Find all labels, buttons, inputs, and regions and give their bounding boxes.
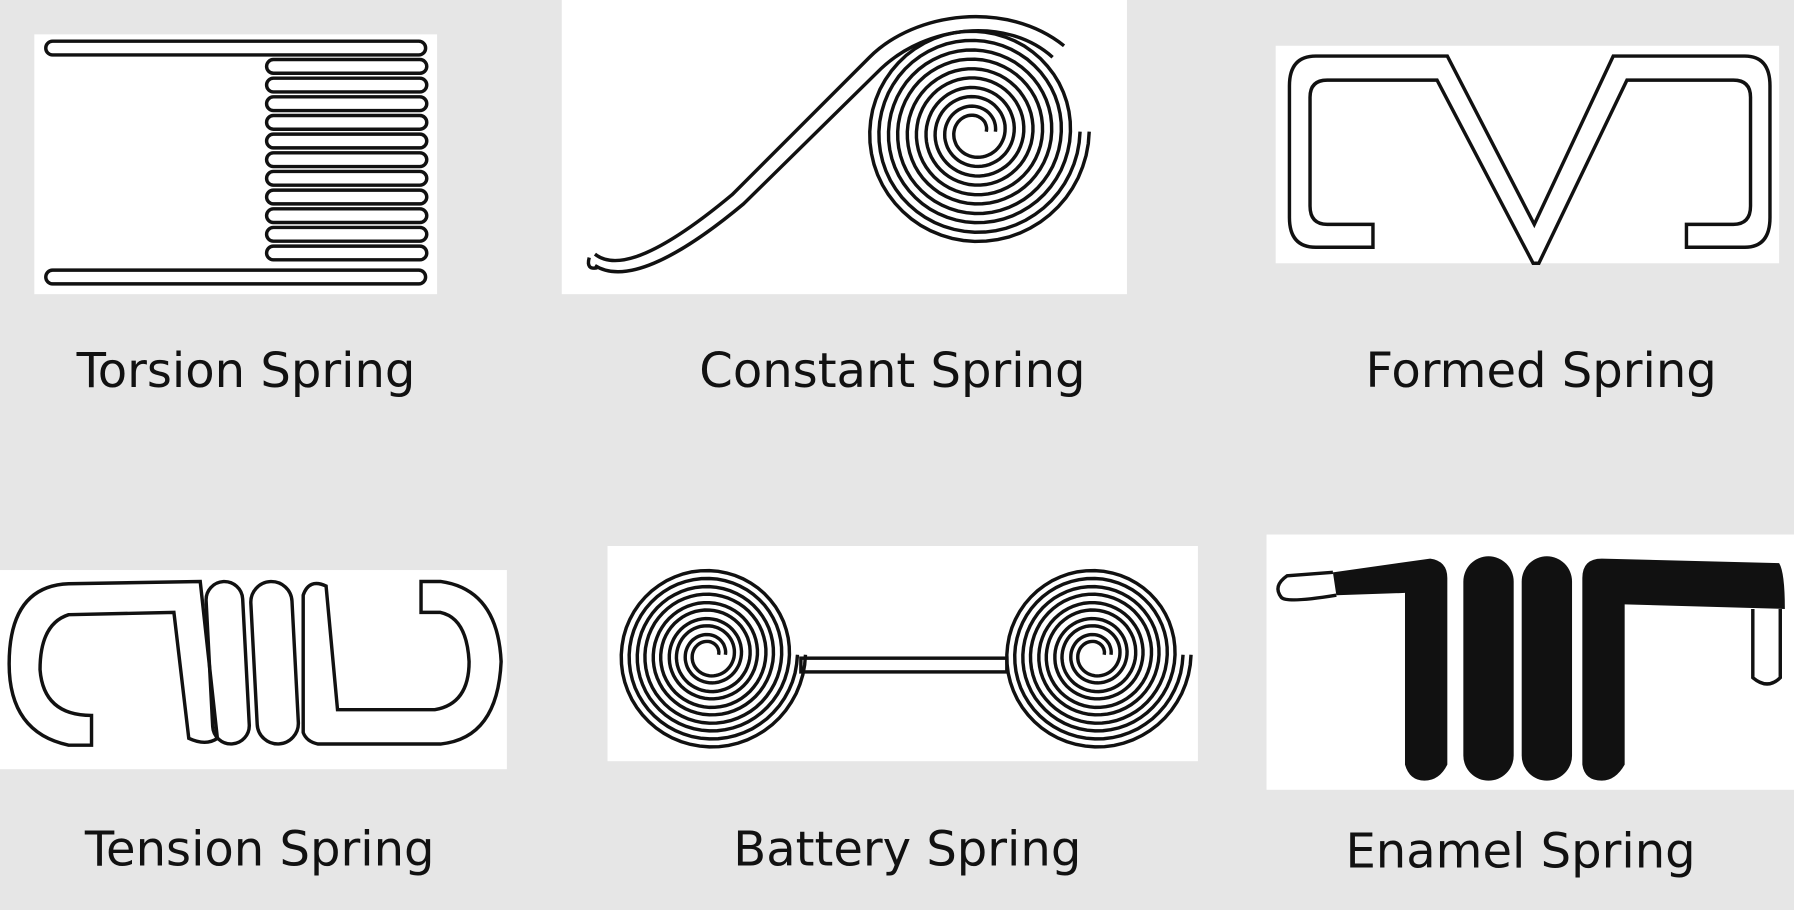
battery-spring-icon [607,546,1198,762]
formed-spring-icon [1275,45,1780,265]
battery-spring-label: Battery Spring [733,821,1081,877]
spiral-line [877,38,1082,234]
coil [264,207,429,225]
coil [264,169,429,187]
formed-spring-label: Formed Spring [1365,343,1716,399]
torsion-spring-icon [34,34,438,295]
coil [264,57,429,75]
enamel-spring-label: Enamel Spring [1345,824,1695,880]
spiral-line [1013,576,1185,741]
spiral-line [868,29,1091,244]
coil [264,76,429,94]
constant-spring-label: Constant Spring [699,343,1085,399]
coil [264,132,429,150]
spiral-line [1005,568,1193,749]
coil [264,113,429,131]
coil [264,244,429,262]
coil [264,225,429,243]
constant-spring-icon [561,0,1127,295]
spiral-line [619,568,808,749]
coil [264,151,429,169]
coil [264,188,429,206]
torsion-spring-label: Torsion Spring [76,343,416,399]
enamel-spring-icon [1266,534,1794,790]
coil [264,95,429,113]
tension-spring-icon [0,570,507,770]
spiral-line [627,576,800,741]
tension-spring-label: Tension Spring [84,821,435,877]
